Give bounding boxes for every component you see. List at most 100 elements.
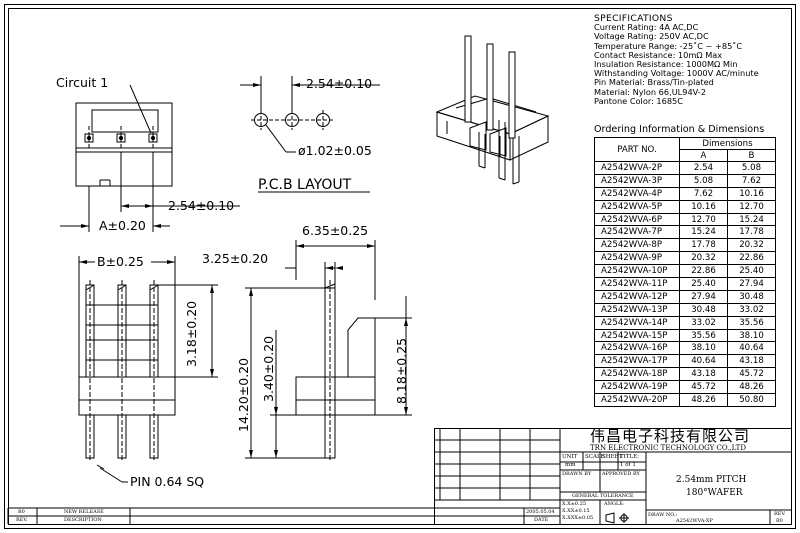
- dimension-b-cell: 35.56: [727, 315, 776, 330]
- part-number-cell: A2542WVA-4P: [594, 186, 680, 201]
- tolerance-2: X.XX±0.15: [562, 508, 590, 514]
- dimension-3-40: 3.40±0.20: [261, 335, 276, 402]
- column-header-b: B: [727, 149, 776, 162]
- hole-diameter-dimension: ø1.02±0.05: [298, 143, 372, 158]
- part-number-cell: A2542WVA-16P: [594, 341, 680, 356]
- spec-line: Current Rating: 4A AC,DC: [594, 22, 699, 33]
- column-header-dimensions: Dimensions: [679, 137, 776, 150]
- dimension-a-cell: 5.08: [679, 173, 728, 188]
- part-number-cell: A2542WVA-5P: [594, 199, 680, 214]
- dimension-b-cell: 17.78: [727, 225, 776, 240]
- b-dimension: B±0.25: [97, 254, 144, 269]
- revision-column-rev: REV.: [16, 517, 28, 523]
- revision-label: REV.: [774, 511, 786, 517]
- dimension-a-cell: 22.86: [679, 264, 728, 279]
- dimension-a-cell: 12.70: [679, 212, 728, 227]
- dimension-a-cell: 25.40: [679, 277, 728, 291]
- dimension-14-20: 14.20±0.20: [236, 357, 251, 432]
- part-number-cell: A2542WVA-12P: [594, 289, 680, 304]
- inner-frame: [8, 8, 792, 525]
- drawing-number-value: A2542WVA-XP: [676, 518, 713, 524]
- front-pitch-dimension: 2.54±0.10: [168, 198, 235, 213]
- part-number-cell: A2542WVA-17P: [594, 354, 680, 369]
- unit-label: UNIT: [562, 454, 578, 460]
- dimension-a-cell: 38.10: [679, 341, 728, 356]
- revision-row-description: NEW RELEASE: [64, 509, 104, 515]
- unit-value: mm: [565, 462, 576, 468]
- dimension-6-35: 6.35±0.25: [302, 223, 369, 238]
- dimension-a-cell: 48.26: [679, 393, 728, 407]
- dimension-b-cell: 27.94: [727, 277, 776, 291]
- dimension-b-cell: 10.16: [727, 186, 776, 201]
- column-header-part-no: PART NO.: [594, 137, 680, 162]
- part-number-cell: A2542WVA-7P: [594, 225, 680, 240]
- ordering-title: Ordering Information & Dimensions: [594, 124, 765, 135]
- dimension-8-18: 8.18±0.25: [394, 337, 409, 404]
- dimension-3-18: 3.18±0.20: [184, 300, 199, 367]
- dimension-b-cell: 15.24: [727, 212, 776, 227]
- part-number-cell: A2542WVA-20P: [594, 393, 680, 407]
- pcb-layout-title: P.C.B LAYOUT: [258, 177, 352, 193]
- isometric-view: [435, 35, 550, 185]
- dimension-a-cell: 33.02: [679, 315, 728, 330]
- spec-line: Insulation Resistance: 1000MΩ Min: [594, 59, 738, 70]
- part-number-cell: A2542WVA-14P: [594, 315, 680, 330]
- revision-column-date: DATE: [534, 517, 549, 523]
- general-tolerance-label: GENERAL TOLERANCE: [572, 493, 634, 499]
- spec-line: Voltage Rating: 250V AC,DC: [594, 31, 709, 42]
- revision-row-rev: B0: [18, 509, 25, 515]
- revision-value: B0: [776, 518, 783, 524]
- a-dimension: A±0.20: [99, 218, 146, 233]
- dimension-b-cell: 45.72: [727, 367, 776, 382]
- side-view: [245, 240, 412, 462]
- part-number-cell: A2542WVA-2P: [594, 161, 680, 175]
- dimension-a-cell: 27.94: [679, 289, 728, 304]
- revision-column-description: DESCRIPTION: [64, 517, 102, 523]
- dimension-a-cell: 43.18: [679, 367, 728, 382]
- pcb-pitch-dimension: 2.54±0.10: [306, 76, 373, 91]
- dimension-a-cell: 35.56: [679, 328, 728, 343]
- dimension-a-cell: 45.72: [679, 380, 728, 395]
- pin-size-label: PIN 0.64 SQ: [130, 474, 205, 489]
- dimension-b-cell: 50.80: [727, 393, 776, 407]
- spec-line: Temperature Range: -25˚C ~ +85˚C: [594, 40, 743, 51]
- revision-row-date: 2005.05.04: [526, 509, 555, 515]
- specifications-heading: SPECIFICATIONS: [594, 13, 673, 24]
- dimension-b-cell: 20.32: [727, 238, 776, 253]
- part-number-cell: A2542WVA-3P: [594, 173, 680, 188]
- dimension-a-cell: 7.62: [679, 186, 728, 201]
- approved-by-label: APPROVED BY: [602, 471, 640, 477]
- tolerance-3: X.XXX±0.05: [562, 515, 594, 521]
- spec-line: Withstanding Voltage: 1000V AC/minute: [594, 68, 759, 79]
- drawing-number-label: DRAW NO.:: [648, 512, 678, 518]
- dimension-a-cell: 17.78: [679, 238, 728, 253]
- dimension-a-cell: 20.32: [679, 251, 728, 266]
- dimension-b-cell: 38.10: [727, 328, 776, 343]
- spec-line: Material: Nylon 66,UL94V-2: [594, 86, 706, 97]
- dimension-b-cell: 12.70: [727, 199, 776, 214]
- part-number-cell: A2542WVA-11P: [594, 277, 680, 291]
- pcb-layout: [240, 76, 380, 193]
- title-block-grid: [7, 428, 792, 525]
- dimension-a-cell: 10.16: [679, 199, 728, 214]
- dimension-b-cell: 25.40: [727, 264, 776, 279]
- part-number-cell: A2542WVA-19P: [594, 380, 680, 395]
- dimension-b-cell: 33.02: [727, 302, 776, 317]
- dimension-3-25: 3.25±0.20: [202, 251, 269, 266]
- company-name-chinese: 伟昌电子科技有限公司: [590, 427, 751, 445]
